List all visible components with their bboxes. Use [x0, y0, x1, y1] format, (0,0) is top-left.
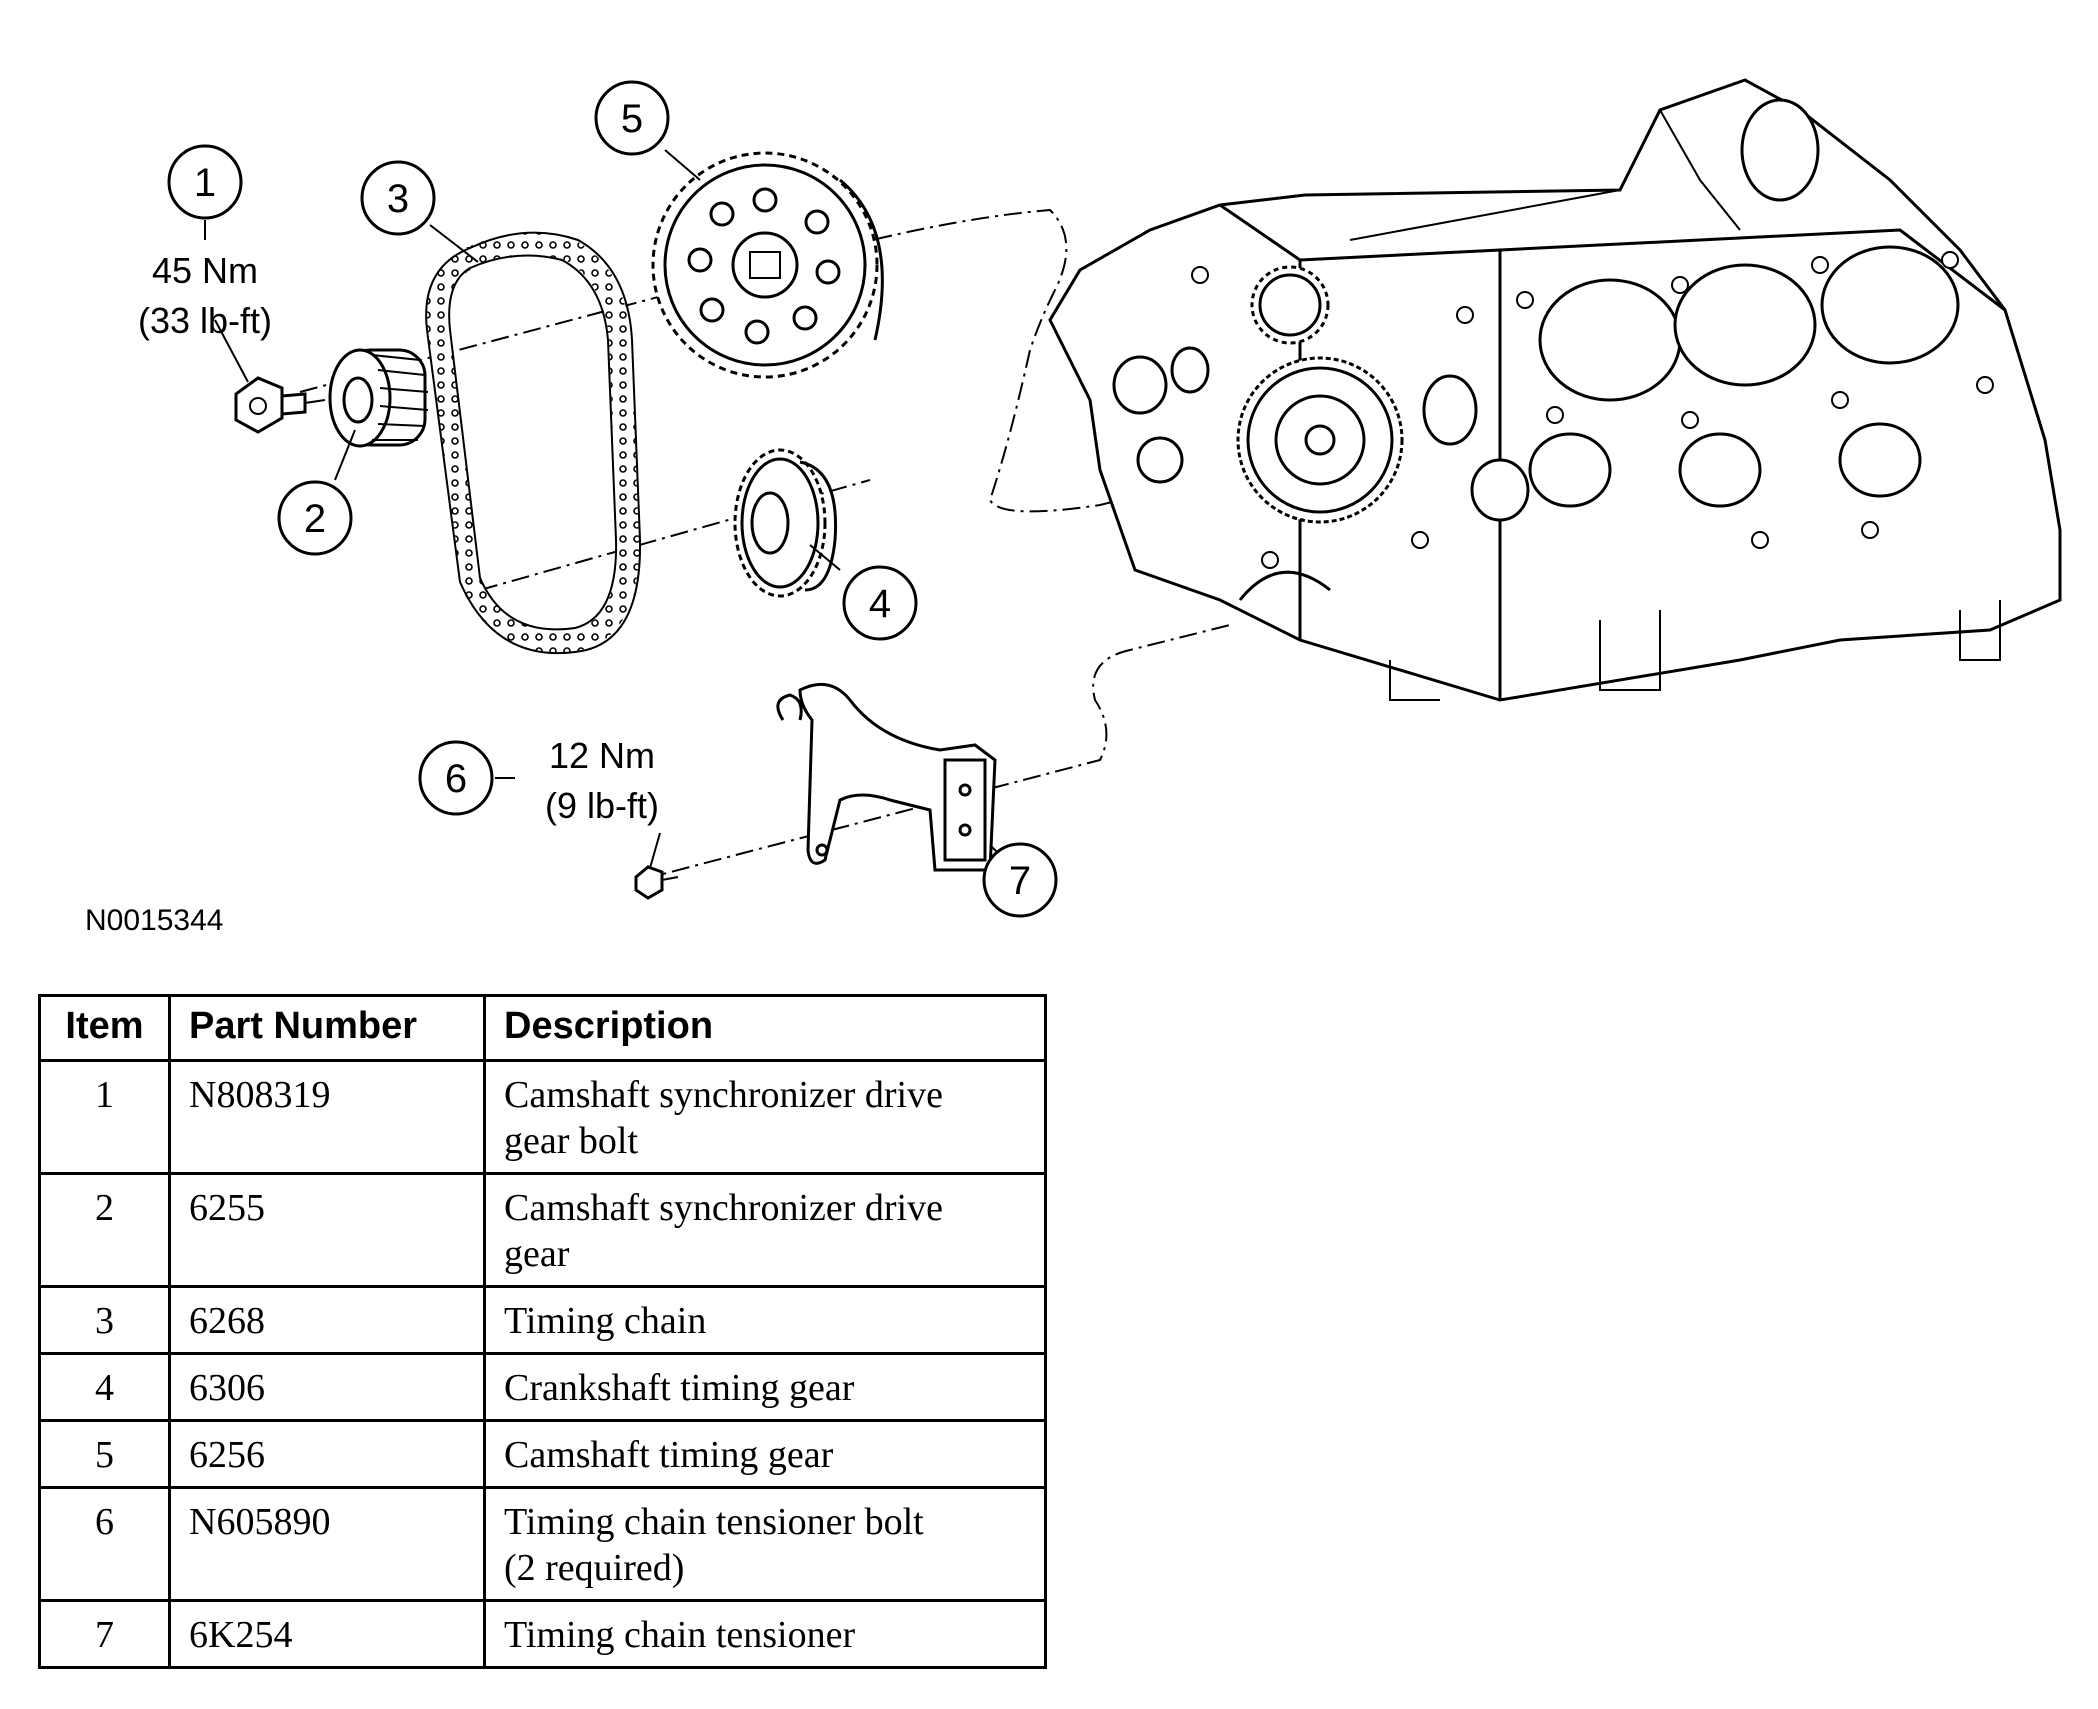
header-description: Description: [483, 994, 1047, 1062]
cell-part-number: 6268: [168, 1285, 486, 1355]
cell-part-number: 6256: [168, 1419, 486, 1489]
cell-description: Camshaft timing gear: [483, 1419, 1047, 1489]
cell-description: Timing chain: [483, 1285, 1047, 1355]
cell-item: 7: [38, 1599, 171, 1669]
callout-4: 4: [842, 565, 918, 641]
svg-text:4: 4: [869, 582, 891, 626]
cell-description: Camshaft synchronizer drive gear: [483, 1172, 1047, 1288]
description-line: Crankshaft timing gear: [504, 1367, 855, 1409]
torque-6-lbft: (9 lb-ft): [545, 785, 659, 826]
cell-description: Timing chain tensioner bolt (2 required): [483, 1486, 1047, 1602]
svg-text:1: 1: [194, 161, 216, 205]
svg-text:3: 3: [387, 177, 409, 221]
table-row: 5 6256 Camshaft timing gear: [38, 1419, 1047, 1489]
svg-text:5: 5: [621, 97, 643, 141]
table-row: 1 N808319 Camshaft synchronizer drive ge…: [38, 1059, 1047, 1175]
description-line: gear: [504, 1233, 570, 1275]
description-line: Camshaft timing gear: [504, 1434, 834, 1476]
svg-text:2: 2: [304, 497, 326, 541]
cam-centerline: [299, 208, 1321, 513]
exploded-view-diagram: 1 2 3 4 5 6 7 45 Nm (33 lb-ft) 12 Nm (9 …: [85, 78, 2062, 937]
torque-1-nm: 45 Nm: [152, 250, 258, 291]
drive-gear-bolt: [234, 376, 326, 434]
figure-id: N0015344: [85, 904, 223, 937]
camshaft-timing-gear: [651, 151, 884, 379]
synchronizer-drive-gear: [328, 348, 429, 448]
callout-3: 3: [360, 160, 436, 236]
chain-tensioner: [776, 682, 997, 872]
table-row: 2 6255 Camshaft synchronizer drive gear: [38, 1172, 1047, 1288]
cell-description: Crankshaft timing gear: [483, 1352, 1047, 1422]
engine-block: [1048, 78, 2062, 702]
description-line: Camshaft synchronizer drive: [504, 1187, 943, 1229]
torque-6-nm: 12 Nm: [549, 735, 655, 776]
cell-item: 5: [38, 1419, 171, 1489]
table-row: 7 6K254 Timing chain tensioner: [38, 1599, 1047, 1669]
callout-5: 5: [594, 80, 670, 156]
cell-item: 3: [38, 1285, 171, 1355]
header-part-number: Part Number: [168, 994, 486, 1062]
cell-item: 6: [38, 1486, 171, 1602]
leader-lines: [204, 149, 1006, 869]
svg-text:7: 7: [1009, 859, 1031, 903]
cell-part-number: 6K254: [168, 1599, 486, 1669]
tensioner-bolt: [634, 865, 679, 900]
cell-item: 1: [38, 1059, 171, 1175]
torque-1-lbft: (33 lb-ft): [138, 300, 272, 341]
callout-1: 1: [167, 144, 243, 220]
timing-chain: [425, 231, 642, 655]
cell-part-number: 6306: [168, 1352, 486, 1422]
callout-7: 7: [982, 842, 1058, 918]
description-line: Timing chain tensioner bolt: [504, 1501, 924, 1543]
description-line: gear bolt: [504, 1120, 639, 1162]
svg-text:6: 6: [445, 757, 467, 801]
cell-item: 4: [38, 1352, 171, 1422]
cell-part-number: N605890: [168, 1486, 486, 1602]
cell-description: Camshaft synchronizer drive gear bolt: [483, 1059, 1047, 1175]
parts-table: Item Part Number Description 1 N808319 C…: [38, 994, 1047, 1669]
callout-6: 6: [418, 740, 494, 816]
cell-part-number: N808319: [168, 1059, 486, 1175]
description-line: Timing chain tensioner: [504, 1614, 856, 1656]
tensioner-centerline: [639, 624, 1231, 881]
callout-2: 2: [277, 480, 353, 556]
table-row: 4 6306 Crankshaft timing gear: [38, 1352, 1047, 1422]
description-line: Camshaft synchronizer drive: [504, 1074, 943, 1116]
table-header-row: Item Part Number Description: [38, 994, 1047, 1062]
table-row: 3 6268 Timing chain: [38, 1285, 1047, 1355]
cell-part-number: 6255: [168, 1172, 486, 1288]
cell-item: 2: [38, 1172, 171, 1288]
cell-description: Timing chain tensioner: [483, 1599, 1047, 1669]
table-row: 6 N605890 Timing chain tensioner bolt (2…: [38, 1486, 1047, 1602]
crankshaft-timing-gear: [733, 448, 838, 598]
header-item: Item: [38, 994, 171, 1062]
description-line: Timing chain: [504, 1300, 707, 1342]
description-line: (2 required): [504, 1547, 685, 1589]
